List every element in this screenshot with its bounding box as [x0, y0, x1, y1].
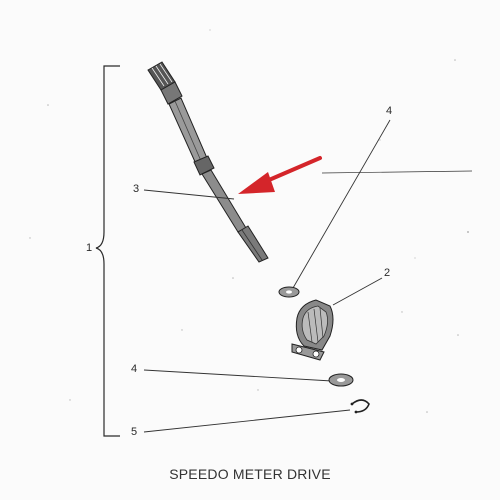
- circlip-5: [350, 399, 370, 414]
- callout-4-top: 4: [386, 105, 393, 117]
- callout-3: 3: [133, 183, 140, 195]
- speedo-drive-shaft: [147, 61, 269, 263]
- callout-4-bottom: 4: [131, 363, 138, 375]
- diagram-caption: SPEEDO METER DRIVE: [169, 466, 331, 482]
- bracket-1: [95, 65, 120, 437]
- paper-speckles: [29, 29, 469, 413]
- leader-3: [143, 189, 235, 200]
- leader-lines: [143, 119, 473, 433]
- leader-4-bottom: [143, 369, 333, 382]
- center-axis-line: [321, 170, 473, 174]
- callout-5: 5: [131, 426, 138, 438]
- callout-2: 2: [384, 267, 391, 279]
- leader-5: [143, 409, 351, 433]
- washer-4-bottom: [328, 373, 354, 387]
- leader-2: [332, 277, 383, 306]
- callout-1: 1: [86, 242, 93, 254]
- washer-4-top: [278, 286, 300, 298]
- highlight-arrow: [238, 156, 322, 194]
- leader-4-top: [292, 119, 391, 289]
- drive-housing: [291, 299, 334, 361]
